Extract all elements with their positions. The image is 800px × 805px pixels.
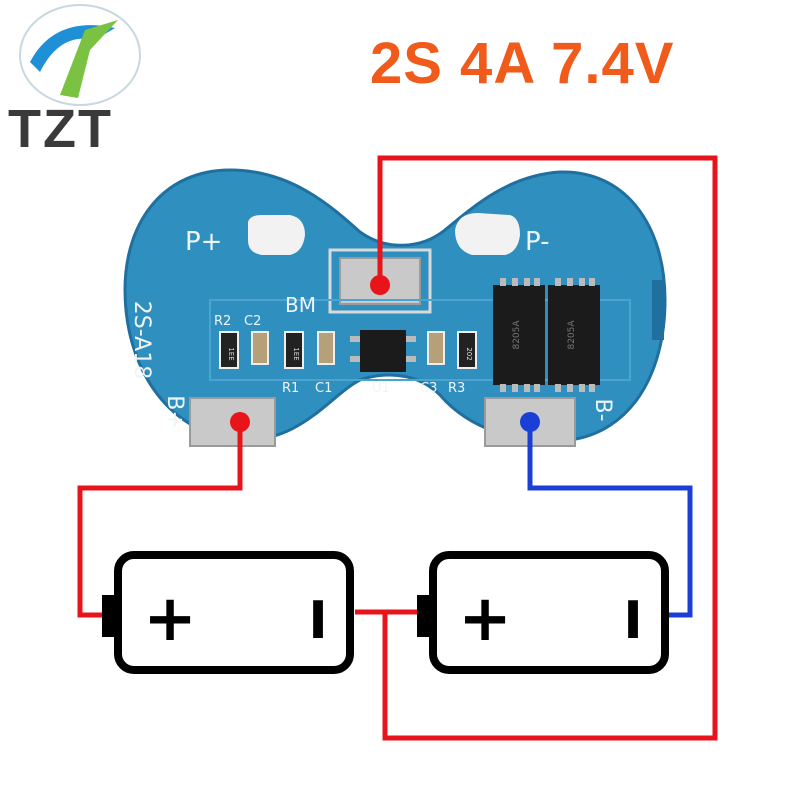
battery-2-body xyxy=(429,551,669,674)
r3-label: R3 xyxy=(448,381,465,396)
pcb-edge-notch xyxy=(652,280,664,340)
c2-capacitor xyxy=(251,331,269,365)
battery-2-plus-icon: + xyxy=(458,582,512,656)
mosfet-1-marking: 8205A xyxy=(512,320,522,350)
bm-label: BM xyxy=(285,293,316,317)
model-label: 2S-A18 xyxy=(129,301,154,379)
mosfet-2-marking: 8205A xyxy=(567,320,577,350)
p-minus-label: P- xyxy=(525,227,550,257)
logo-leaf-green-icon xyxy=(60,20,118,98)
u1-protection-ic xyxy=(360,330,406,372)
battery-1-minus-icon: I xyxy=(308,591,327,651)
r3-marking: 202 xyxy=(465,347,473,360)
p-plus-label: P+ xyxy=(185,227,222,257)
b-minus-wire-dot xyxy=(520,412,540,432)
c1-label: C1 xyxy=(315,381,332,396)
b-plus-wire-dot xyxy=(230,412,250,432)
c3-capacitor xyxy=(427,331,445,365)
p-minus-pad xyxy=(455,213,520,255)
battery-1-plus-icon: + xyxy=(143,582,197,656)
p-plus-pad xyxy=(248,215,305,255)
brand-name: TZT xyxy=(8,99,113,159)
blue-wire-b-minus xyxy=(527,422,693,618)
bms-pcb: P+ P- BM 2S-A18 B+ B- R2 C2 R1 C1 U1 C3 … xyxy=(123,168,667,447)
spec-title: 2S 4A 7.4V xyxy=(370,31,675,96)
pcb-trace-outline xyxy=(209,299,631,381)
bm-wire-dot xyxy=(370,275,390,295)
r2-label: R2 xyxy=(214,314,231,329)
mosfet-2 xyxy=(548,285,600,385)
red-wire-b-plus xyxy=(77,422,243,618)
u1-label: U1 xyxy=(372,381,390,396)
c2-label: C2 xyxy=(244,314,261,329)
battery-2-minus-icon: I xyxy=(623,591,642,651)
wiring xyxy=(77,155,718,741)
r3-resistor xyxy=(457,331,477,369)
battery-1-body xyxy=(114,551,354,674)
b-plus-label: B+ xyxy=(162,395,187,429)
r1-label: R1 xyxy=(282,381,299,396)
battery-cell-1: + I xyxy=(102,551,354,674)
mosfet-1 xyxy=(493,285,545,385)
r2-resistor xyxy=(219,331,239,369)
battery-cell-2: + I xyxy=(417,551,669,674)
r1-marking: 1EE xyxy=(292,347,300,360)
r1-resistor xyxy=(284,331,304,369)
c3-label: C3 xyxy=(420,381,437,396)
b-minus-label: B- xyxy=(590,398,615,421)
r2-marking: 1EE xyxy=(227,347,235,360)
logo xyxy=(19,4,141,106)
c1-capacitor xyxy=(317,331,335,365)
